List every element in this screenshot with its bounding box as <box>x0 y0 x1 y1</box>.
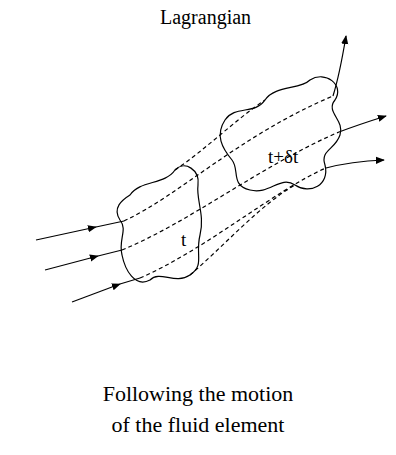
pathline-in <box>96 221 124 227</box>
pathline-dashed <box>122 132 339 250</box>
fluid-element-t-dt <box>220 77 341 191</box>
pathline-in <box>45 256 98 270</box>
pathline-in <box>36 227 96 240</box>
caption: Following the motion of the fluid elemen… <box>91 378 305 440</box>
time-label: t <box>181 229 186 251</box>
fluid-element-t <box>117 166 201 282</box>
pathline-out <box>326 160 384 168</box>
pathline-out <box>333 36 346 96</box>
pathline-dashed <box>124 96 333 221</box>
pathline-dashed <box>140 168 326 278</box>
title: Lagrangian <box>160 6 251 29</box>
pathline-out <box>339 116 386 132</box>
pathline-in <box>120 278 140 284</box>
time-label: t+δt <box>268 146 298 168</box>
tube-outline <box>190 185 295 275</box>
pathline-in <box>72 284 120 302</box>
pathline-in <box>98 250 122 256</box>
